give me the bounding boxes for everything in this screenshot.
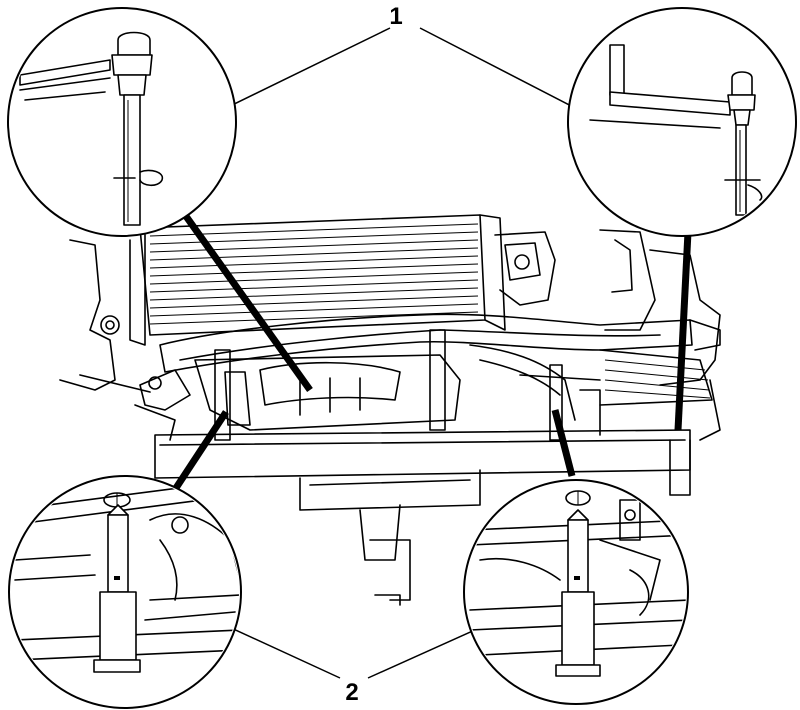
engine-body xyxy=(194,329,576,431)
detail-top-left xyxy=(7,7,237,237)
callout-2-label: 2 xyxy=(345,679,358,706)
leader-bottom-left xyxy=(173,410,229,490)
detail-top-right xyxy=(567,7,797,237)
callout-1-label: 1 xyxy=(389,3,402,30)
leader-top-right xyxy=(674,231,692,431)
support-posts xyxy=(214,349,601,441)
right-component-assembly xyxy=(599,229,721,441)
radiator xyxy=(129,214,506,346)
detail-bottom-right xyxy=(463,479,689,705)
crossmember xyxy=(159,313,693,373)
center-upper-components xyxy=(494,231,556,306)
leader-top-left xyxy=(180,209,313,393)
detail-bottom-left xyxy=(8,475,242,709)
left-bracket-assembly xyxy=(59,239,191,441)
main-assembly xyxy=(59,214,721,606)
leader-bottom-right xyxy=(551,409,576,477)
subframe xyxy=(154,429,691,606)
